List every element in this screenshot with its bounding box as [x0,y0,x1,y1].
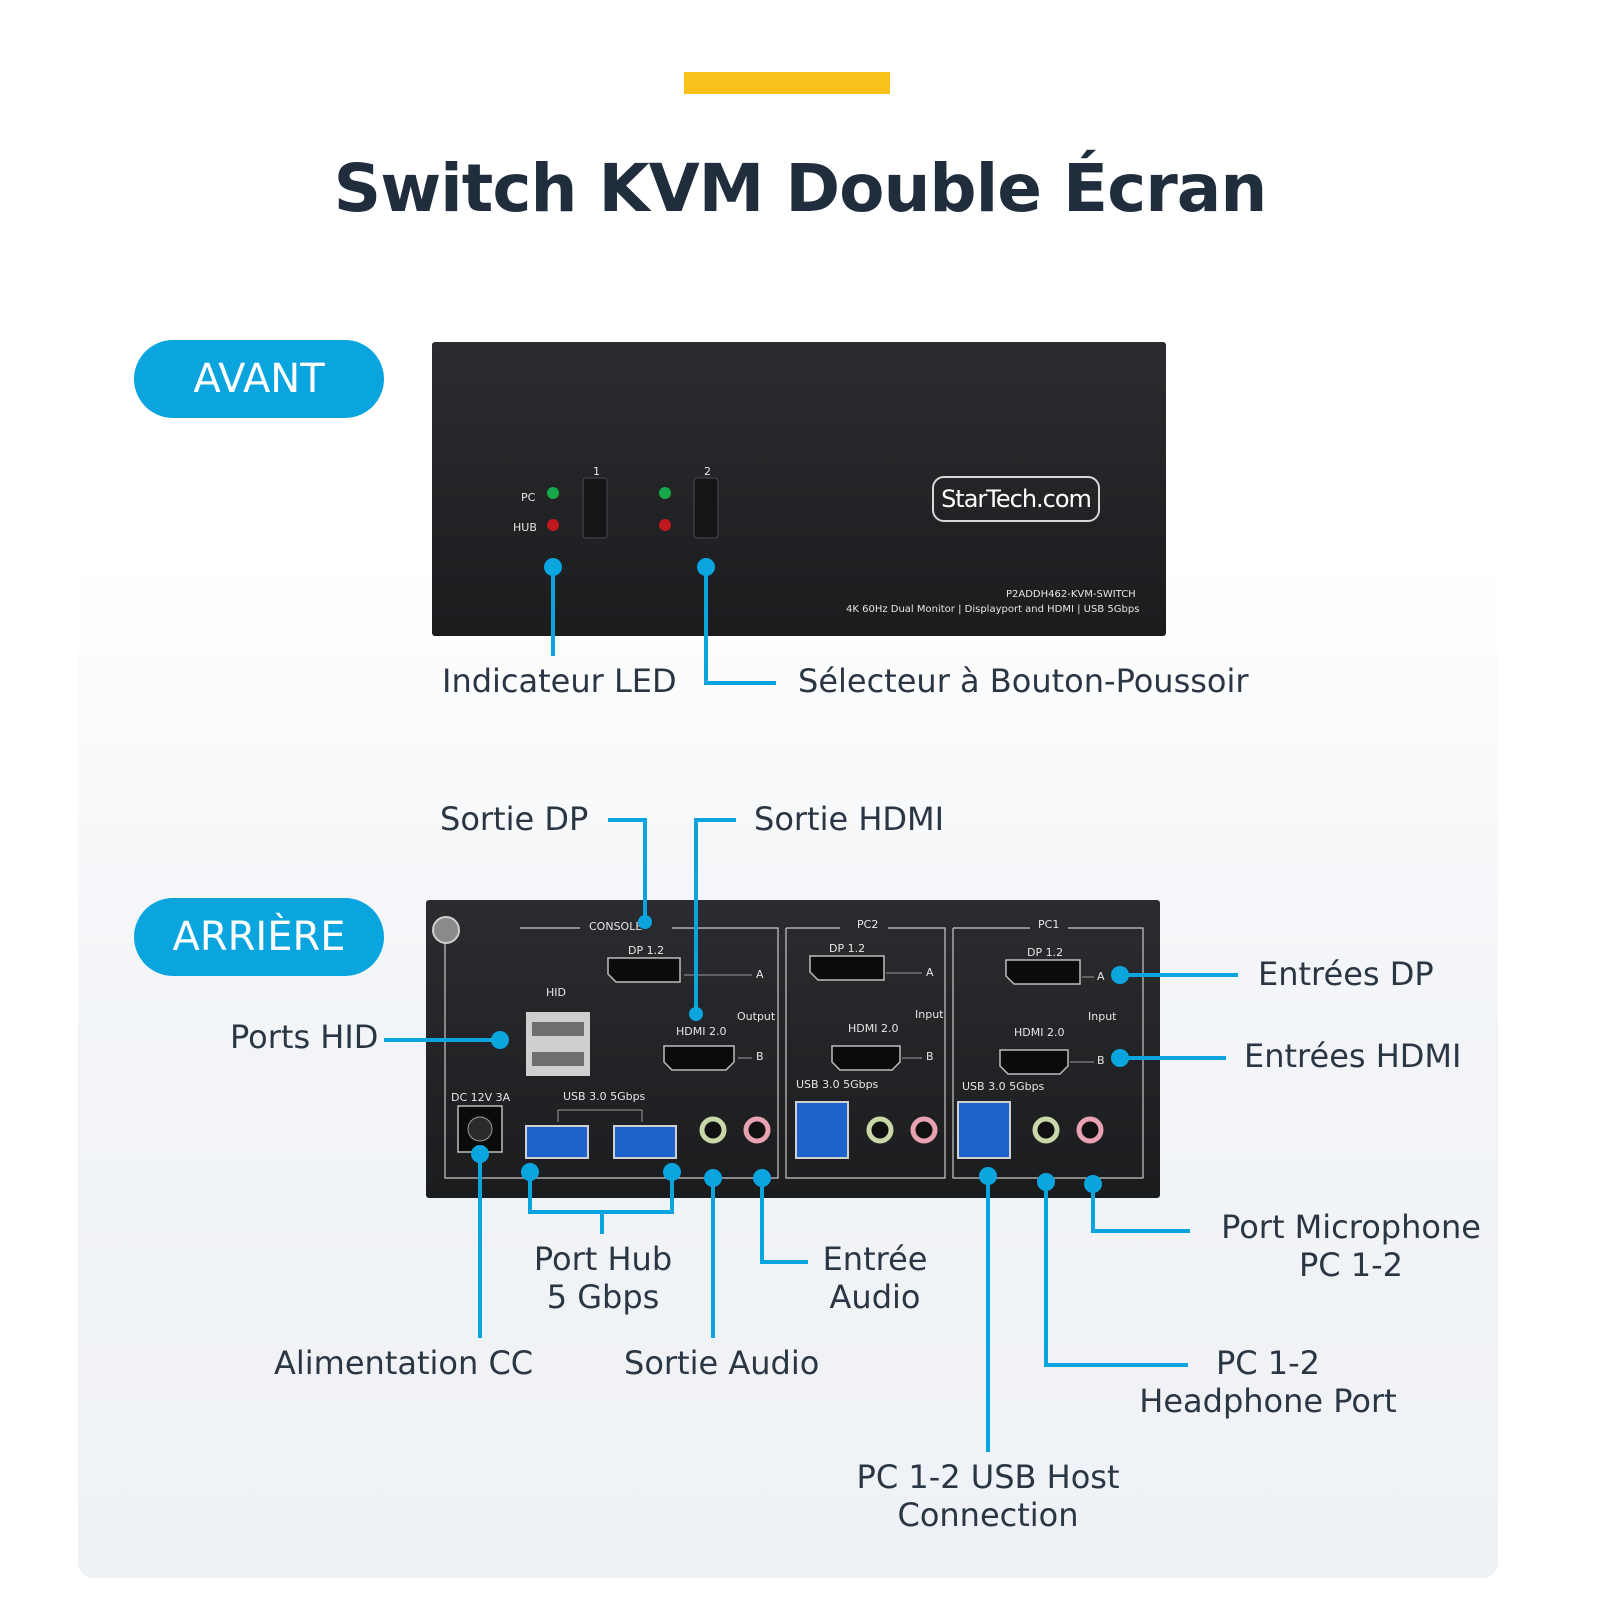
pc1-headphone-jack [1032,1116,1060,1144]
led-pc-label: PC [521,491,536,504]
pc-led-1 [547,487,559,499]
push-button-2 [693,477,719,539]
pc2-mic-jack [910,1116,938,1144]
pc1-hdmi-port [999,1049,1069,1075]
console-mic-jack [743,1116,771,1144]
console-b-label: B [756,1050,764,1063]
console-dp-label: DP 1.2 [628,944,665,957]
hub-usb-port-2 [613,1125,677,1159]
led-indicator-label: Indicateur LED [442,662,677,700]
model-number: P2ADDH462-KVM-SWITCH [1006,589,1136,600]
hdmi-inputs-label: Entrées HDMI [1244,1037,1462,1075]
pc2-hdmi-label: HDMI 2.0 [848,1022,899,1035]
pc-led-2 [659,487,671,499]
console-a-label: A [756,968,764,981]
audio-output-label: Sortie Audio [624,1344,820,1382]
audio-input-label-line2: Audio [829,1278,921,1316]
headphone-port-label: PC 1-2 Headphone Port [1118,1344,1418,1420]
push-button-selector-label: Sélecteur à Bouton-Poussoir [798,662,1249,700]
pc2-input-label: Input [915,1008,944,1021]
hdmi-output-label: Sortie HDMI [754,800,945,838]
dc-label: DC 12V 3A [451,1091,511,1104]
pc2-hdmi-port [831,1045,901,1071]
pc2-dp-port [809,955,885,981]
pc1-mic-jack [1076,1116,1104,1144]
console-headphone-jack [699,1116,727,1144]
output-label: Output [737,1010,776,1023]
brand-logo: StarTech.com [932,476,1100,522]
console-dp-port [607,957,681,983]
dp-output-label: Sortie DP [440,800,589,838]
dc-power-label: Alimentation CC [274,1344,534,1382]
page-title: Switch KVM Double Écran [333,150,1268,227]
mic-port-label: Port Microphone PC 1-2 [1206,1208,1496,1284]
pc1-b-label: B [1097,1054,1105,1067]
pc2-dp-label: DP 1.2 [829,942,866,955]
headphone-port-label-line1: PC 1-2 [1215,1344,1321,1382]
console-label: CONSOLE [589,920,643,933]
pc2-usb-label: USB 3.0 5Gbps [796,1078,879,1091]
headphone-port-label-line2: Headphone Port [1139,1382,1397,1420]
mic-port-label-line1: Port Microphone [1221,1208,1481,1246]
hid-label: HID [546,986,566,999]
led-hub-label: HUB [513,521,537,534]
hub-usb-label: USB 3.0 5Gbps [563,1090,646,1103]
push-button-1 [582,477,608,539]
accent-bar [684,72,890,94]
usb-host-label-line2: Connection [897,1496,1079,1534]
front-section-badge: AVANT [134,340,384,418]
button-1-label: 1 [593,465,600,478]
pc2-headphone-jack [866,1116,894,1144]
pc1-usb-label: USB 3.0 5Gbps [962,1080,1045,1093]
hid-usb-ports [526,1012,590,1076]
pc2-label: PC2 [857,918,879,931]
pc1-dp-port [1005,959,1081,985]
model-description: 4K 60Hz Dual Monitor | Displayport and H… [846,604,1140,615]
pc1-label: PC1 [1038,918,1060,931]
audio-input-label: Entrée Audio [812,1240,938,1316]
pc2-a-label: A [926,966,934,979]
hub-led-1 [547,519,559,531]
mic-port-label-line2: PC 1-2 [1298,1246,1404,1284]
hub-usb-port-1 [525,1125,589,1159]
console-hdmi-port [663,1045,735,1071]
button-2-label: 2 [704,465,711,478]
hub-port-label: Port Hub 5 Gbps [510,1240,696,1316]
audio-input-label-line1: Entrée [822,1240,928,1278]
hub-led-2 [659,519,671,531]
pc2-b-label: B [926,1050,934,1063]
console-hdmi-label: HDMI 2.0 [676,1025,727,1038]
hub-port-label-line1: Port Hub [533,1240,673,1278]
rear-section-badge: ARRIÈRE [134,898,384,976]
pc1-dp-label: DP 1.2 [1027,946,1064,959]
pc1-usb-b-port [957,1101,1011,1159]
ground-screw [432,916,460,944]
usb-host-label: PC 1-2 USB Host Connection [838,1458,1138,1534]
pc1-hdmi-label: HDMI 2.0 [1014,1026,1065,1039]
pc1-a-label: A [1097,970,1105,983]
hub-port-label-line2: 5 Gbps [546,1278,660,1316]
dp-inputs-label: Entrées DP [1258,955,1434,993]
pc1-input-label: Input [1088,1010,1117,1023]
usb-host-label-line1: PC 1-2 USB Host [856,1458,1120,1496]
hid-ports-label: Ports HID [230,1018,379,1056]
pc2-usb-b-port [795,1101,849,1159]
